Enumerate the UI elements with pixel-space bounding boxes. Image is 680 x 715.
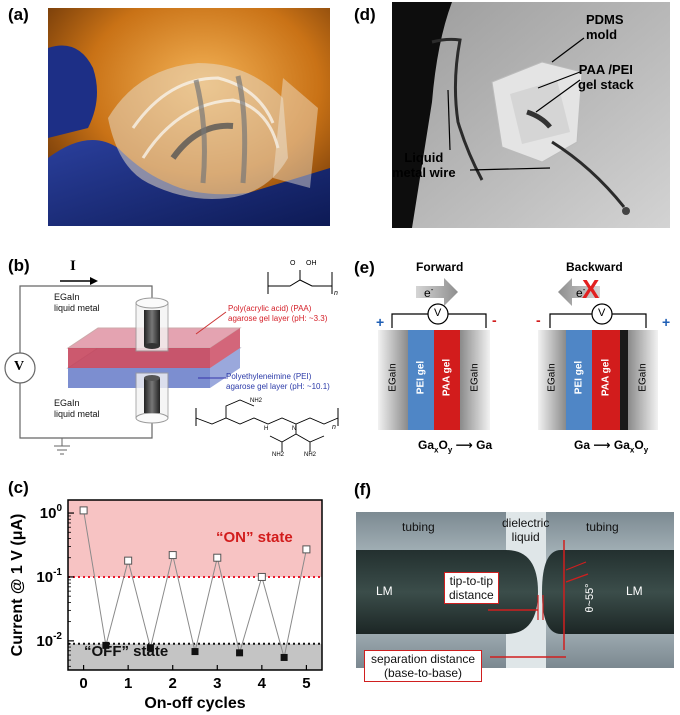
x-tick-label: 2: [169, 675, 177, 692]
lm-left-label: LM: [376, 584, 393, 598]
bwd-egain-right: EGaIn: [637, 363, 649, 392]
x-tick-label: 4: [258, 675, 267, 692]
forward-label: Forward: [416, 260, 464, 274]
paa-layer-label: Poly(acrylic acid) (PAA) agarose gel lay…: [228, 304, 328, 323]
panel-label-e: (e): [354, 258, 375, 277]
forward-plus: +: [376, 314, 385, 330]
photo-pdms-mold: [392, 2, 670, 228]
fwd-egain-left: EGaIn: [387, 363, 399, 392]
photo-flexible-device: [48, 8, 330, 226]
panel-label-f: (f): [354, 480, 371, 499]
current-label: I: [70, 258, 76, 274]
on-state-region: [68, 500, 322, 577]
paa-n-label: n: [334, 290, 338, 297]
electron-forward: e-: [424, 285, 434, 300]
x-axis-label: On-off cycles: [144, 695, 245, 712]
bwd-paa-gel: PAA gel: [600, 358, 612, 397]
pei-nh2-label-1: NH2: [250, 398, 263, 404]
contact-angle-label: θ~55°: [584, 583, 596, 613]
off-state-point: [191, 648, 199, 656]
pei-nh2-label-2: NH2: [272, 452, 285, 458]
fwd-paa-gel: PAA gel: [441, 358, 453, 397]
on-state-label: “ON” state: [216, 529, 293, 546]
panel-b: (b): [0, 248, 340, 470]
x-tick-label: 0: [79, 675, 87, 692]
y-tick-label: 10-2: [36, 631, 62, 650]
pei-nh2-label-3: NH2: [304, 452, 317, 458]
equation-forward: GaxOy ⟶ Ga: [418, 438, 493, 455]
electron-backward: e-: [576, 285, 586, 300]
pei-n-atom-label: N: [292, 426, 297, 432]
on-state-point: [257, 572, 266, 581]
panel-d: (d) PDMS mold PAA /PEI gel stack Liquid …: [340, 0, 680, 230]
f-annotations: [488, 540, 589, 658]
equation-backward: Ga ⟶ GaxOy: [574, 438, 649, 455]
panel-f: (f) tubing tubing dielectric liquid LM L: [340, 470, 680, 715]
label-pdms-mold: PDMS mold: [586, 12, 624, 42]
blocked-x-icon: X: [582, 274, 600, 304]
panel-label-a: (a): [8, 5, 29, 24]
off-state-point: [280, 653, 288, 661]
on-state-point: [124, 556, 133, 565]
bwd-egain-left: EGaIn: [546, 363, 558, 392]
circuit-schematic: [4, 270, 339, 455]
bwd-pei-gel: PEI gel: [573, 360, 585, 395]
forward-minus: -: [492, 312, 497, 328]
micrograph-tip-distance: [356, 512, 674, 668]
dielectric-liquid-label: dielectric liquid: [502, 516, 550, 544]
voltmeter-backward-label: V: [598, 307, 606, 319]
pei-layer-label: Polyethyleneimine (PEI) agarose gel laye…: [226, 372, 330, 391]
backward-label: Backward: [566, 260, 623, 274]
on-state-point: [213, 553, 222, 562]
voltmeter-label: V: [14, 359, 25, 374]
voltmeter-forward-label: V: [434, 307, 442, 319]
backward-plus: +: [662, 314, 671, 330]
panel-label-c: (c): [8, 478, 29, 497]
label-liquid-metal-wire: Liquid metal wire: [392, 150, 456, 180]
paa-o-label: O: [290, 260, 296, 267]
fwd-pei-gel: PEI gel: [415, 360, 427, 395]
diode-diagram: [378, 278, 658, 430]
egain-bottom-label: EGaIn liquid metal: [54, 398, 100, 419]
off-state-point: [146, 644, 154, 652]
fwd-egain-right: EGaIn: [469, 363, 481, 392]
panel-e: (e): [340, 248, 680, 470]
x-tick-label: 1: [124, 675, 132, 692]
label-gel-stack: PAA /PEI gel stack: [578, 62, 634, 92]
lm-right-label: LM: [626, 584, 643, 598]
pei-n-label: n: [332, 424, 336, 431]
plot-frame: [67, 499, 323, 671]
on-state-point: [168, 551, 177, 560]
y-axis-label: Current @ 1 V (μA): [9, 514, 26, 657]
y-tick-label: 10-1: [36, 567, 62, 586]
on-state-point: [79, 506, 88, 515]
y-tick-label: 100: [40, 503, 63, 522]
egain-top-label: EGaIn liquid metal: [54, 292, 100, 313]
off-state-point: [102, 641, 110, 649]
tubing-left-label: tubing: [402, 520, 435, 534]
panel-label-d: (d): [354, 5, 376, 24]
x-tick-label: 5: [302, 675, 310, 692]
backward-minus: -: [536, 312, 541, 328]
off-state-label: “OFF” state: [84, 643, 168, 660]
tubing-right-label: tubing: [586, 520, 619, 534]
x-tick-label: 3: [213, 675, 221, 692]
current-cycles-chart: 0 1 2 3 4 5 100 10-1 10-2On-off cycles Current @ …: [9, 499, 323, 712]
pei-h-atom-label: H: [264, 426, 269, 432]
panel-label-b: (b): [8, 256, 30, 275]
panel-a: (a): [0, 0, 340, 230]
off-state-point: [236, 649, 244, 657]
paa-oh-label: OH: [306, 260, 317, 267]
tip-to-tip-label: tip-to-tip distance: [444, 572, 499, 604]
separation-distance-label: separation distance (base-to-base): [364, 650, 483, 682]
on-state-point: [302, 545, 311, 554]
d-leader-lines: [447, 37, 585, 171]
